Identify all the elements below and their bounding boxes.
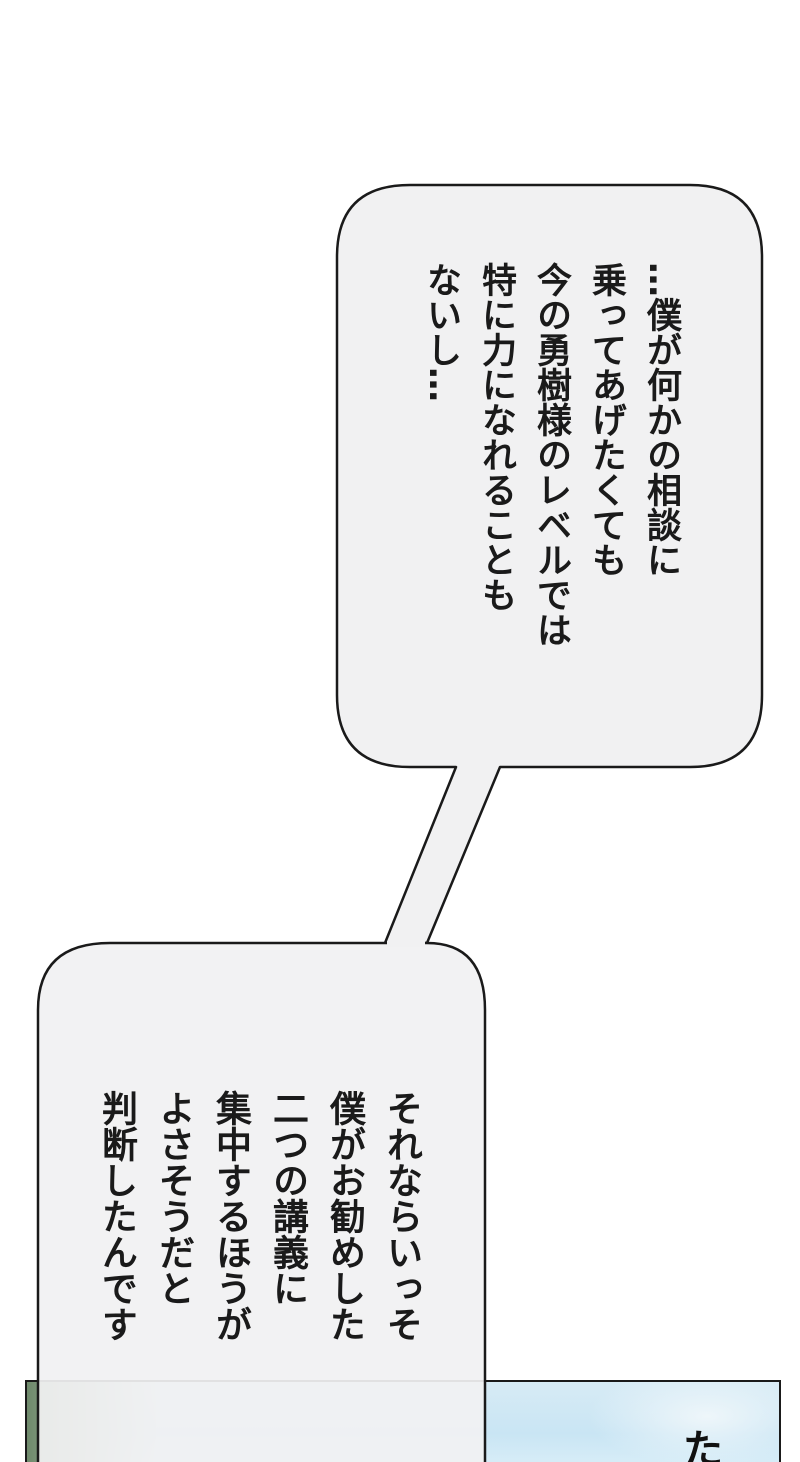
speech-line: …僕が何かの相談に (641, 262, 681, 577)
speech-line: 特に力になれることも (476, 262, 516, 612)
speech-line: 判断したんです (96, 1090, 137, 1342)
speech-bubble-2-text: それならいっそ 僕がお勧めした 二つの講義に 集中するほうが よさそうだと 判断… (96, 1090, 430, 1390)
cloud-image (587, 1382, 779, 1462)
speech-line: それならいっそ (381, 1090, 422, 1342)
next-panel-partial-text: た (683, 1427, 723, 1462)
speech-line: 二つの講義に (267, 1090, 308, 1306)
speech-line: よさそうだと (153, 1090, 194, 1306)
speech-bubble-2-shape (36, 941, 487, 1462)
speech-line: ないし… (421, 262, 461, 402)
speech-line: 集中するほうが (210, 1090, 251, 1342)
speech-line: 今の勇樹様のレベルでは (531, 262, 571, 647)
speech-line: 乗ってあげたくても (586, 262, 626, 577)
speech-line: 僕がお勧めした (324, 1090, 365, 1342)
speech-bubble-1-text: …僕が何かの相談に 乗ってあげたくても 今の勇樹様のレベルでは 特に力になれるこ… (421, 262, 688, 702)
